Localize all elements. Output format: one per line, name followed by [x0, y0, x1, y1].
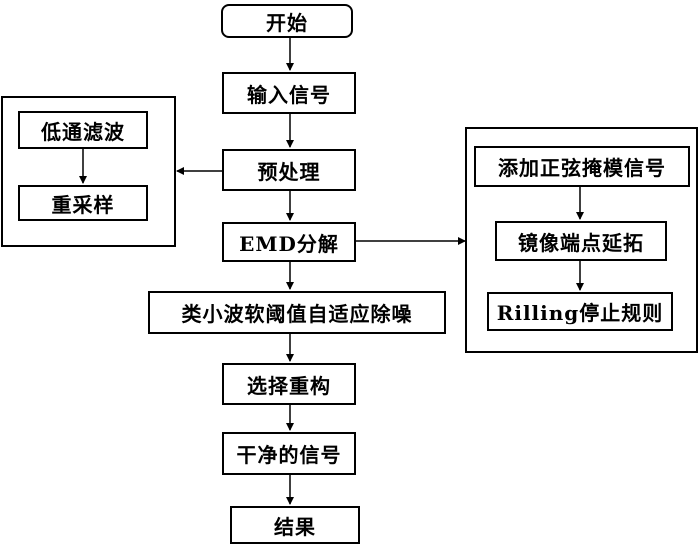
emd-node: EMD分解	[222, 222, 356, 262]
lowpass-filter-node: 低通滤波	[18, 111, 148, 149]
mirror-extension-node: 镜像端点延拓	[495, 221, 667, 261]
input-signal-node: 输入信号	[222, 72, 356, 114]
preprocess-node: 预处理	[222, 149, 356, 191]
rilling-stop-rule-node: Rilling停止规则	[487, 292, 673, 331]
emd-group	[465, 127, 698, 353]
select-reconstruct-node: 选择重构	[222, 363, 356, 405]
result-node: 结果	[230, 506, 360, 544]
preprocess-group	[1, 96, 176, 247]
resample-node: 重采样	[18, 185, 148, 221]
denoise-node: 类小波软阈值自适应除噪	[148, 291, 446, 334]
clean-signal-node: 干净的信号	[222, 432, 356, 475]
start-node: 开始	[221, 4, 353, 38]
add-mask-signal-node: 添加正弦掩模信号	[474, 146, 690, 187]
